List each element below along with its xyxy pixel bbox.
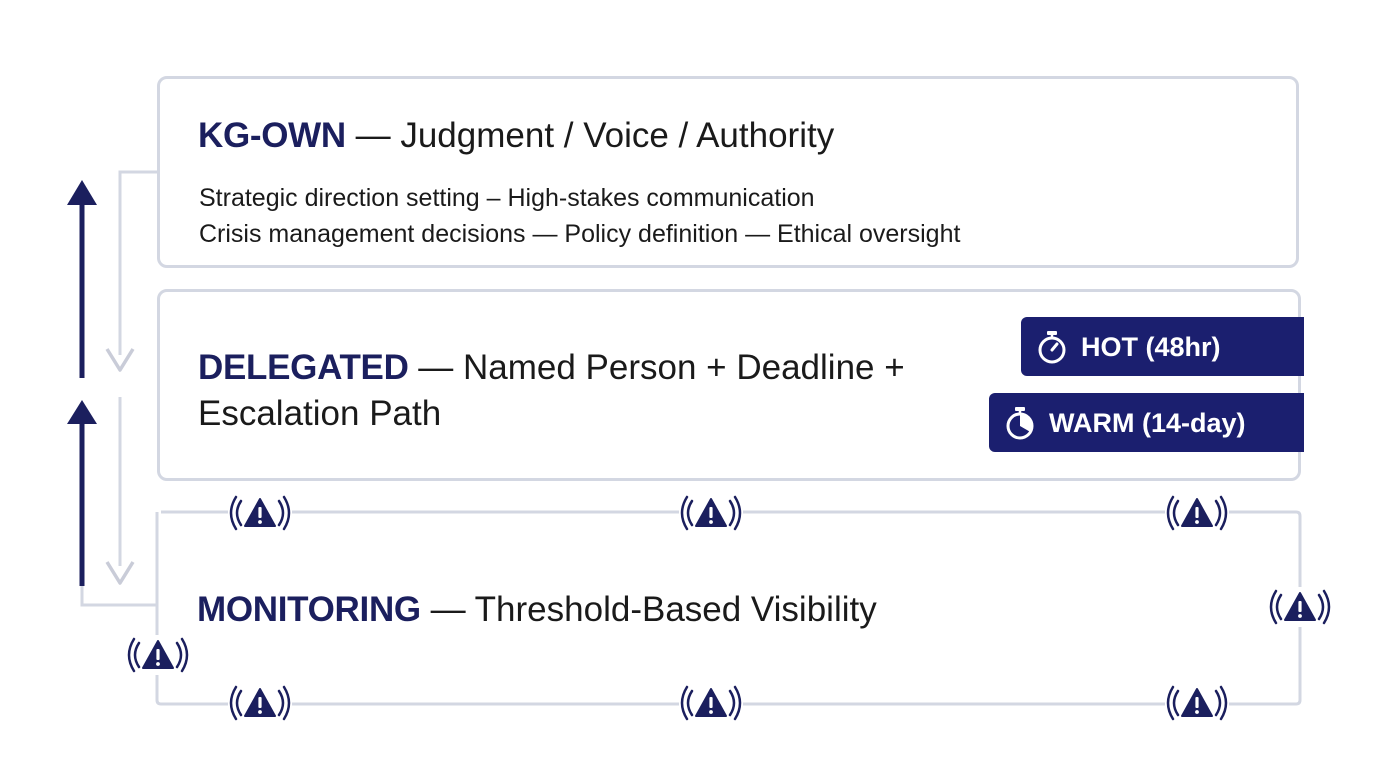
stopwatch-icon xyxy=(1006,406,1034,439)
hot-badge: HOT (48hr) xyxy=(1021,317,1304,376)
warm-badge-label: WARM (14-day) xyxy=(1049,407,1246,438)
arrow-up-icon xyxy=(67,400,97,424)
delegate-connector-top xyxy=(118,170,157,355)
alarm-warning-icon xyxy=(228,493,292,533)
monitoring-link xyxy=(80,585,157,607)
alarm-warning-icon xyxy=(1165,493,1229,533)
kg-own-item-list: Strategic direction setting – High-stake… xyxy=(199,180,960,252)
alarm-warning-icon xyxy=(679,683,743,723)
alarm-warning-icon xyxy=(1268,587,1332,627)
kg-own-subtitle: — Judgment / Voice / Authority xyxy=(345,116,835,155)
alarm-warning-icon xyxy=(1165,683,1229,723)
delegated-title: DELEGATED — Named Person + Deadline + Es… xyxy=(198,345,998,437)
arrow-up-icon xyxy=(67,180,97,205)
warm-badge: WARM (14-day) xyxy=(989,393,1304,452)
delegated-subtitle: — Named Person + Deadline + Escalation P… xyxy=(198,348,905,433)
kg-own-item-line: Crisis management decisions — Policy def… xyxy=(199,220,961,248)
kg-own-item-line: Strategic direction setting – High-stake… xyxy=(199,184,815,212)
alarm-warning-icon xyxy=(126,635,190,675)
kg-own-keyword: KG-OWN xyxy=(198,116,346,155)
hot-badge-label: HOT (48hr) xyxy=(1081,331,1221,362)
arrow-down-icon xyxy=(105,561,135,585)
alarm-warning-icon xyxy=(228,683,292,723)
arrow-down-icon xyxy=(105,348,135,372)
kg-own-title: KG-OWN — Judgment / Voice / Authority xyxy=(198,113,834,159)
stopwatch-icon xyxy=(1038,330,1066,363)
kg-own-tier: KG-OWN — Judgment / Voice / Authority St… xyxy=(157,76,1299,268)
monitoring-subtitle: — Threshold-Based Visibility xyxy=(420,590,877,629)
monitoring-keyword: MONITORING xyxy=(197,590,421,629)
delegated-keyword: DELEGATED xyxy=(198,348,409,387)
monitoring-frame xyxy=(155,510,1302,706)
alarm-warning-icon xyxy=(679,493,743,533)
monitoring-title: MONITORING — Threshold-Based Visibility xyxy=(197,587,877,633)
